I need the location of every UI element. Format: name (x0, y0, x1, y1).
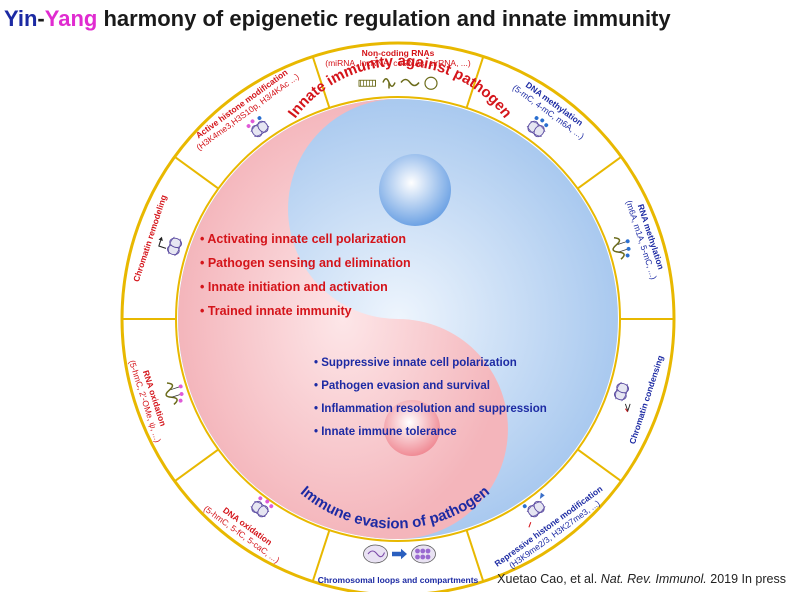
ring-divider-line (174, 448, 219, 483)
ring-divider-line (465, 529, 485, 582)
bullet-item: • Pathogen evasion and survival (314, 380, 490, 392)
citation-rest: 2019 In press (706, 572, 786, 586)
segment-label-line: (miRNA, lncRNA, ceRNAs, cirRNA, ...) (325, 58, 471, 68)
nucleosome-arrow-icon (158, 236, 182, 257)
nucleosome-active-icon (246, 116, 270, 138)
title-yin: Yin (4, 6, 38, 31)
evasion-bullet-list: • Suppressive innate cell polarization • … (314, 357, 547, 438)
ring-divider-line (465, 56, 485, 109)
bullet-item: • Activating innate cell polarization (200, 232, 406, 246)
page-title: Yin-Yang harmony of epigenetic regulatio… (4, 6, 671, 32)
citation-journal: Nat. Rev. Immunol. (600, 572, 707, 586)
ring-divider-line (174, 155, 219, 190)
innate-bullet-list: • Activating innate cell polarization • P… (200, 232, 411, 318)
segment-chromosomal-loops: Chromosomal loops and compartments (318, 544, 479, 585)
rna-methyl-icon (612, 237, 631, 260)
blue-dot (379, 154, 451, 226)
ring-divider-line (311, 56, 331, 109)
bullet-item: • Pathogen sensing and elimination (200, 256, 411, 270)
segment-ncrna: Non-coding RNAs(miRNA, lncRNA, ceRNAs, c… (325, 48, 471, 90)
citation-author: Xuetao Cao, et al. (497, 572, 601, 586)
ring-divider-line (311, 529, 331, 582)
title-yang: Yang (44, 6, 98, 31)
nucleosome-icon (614, 381, 631, 413)
citation: Xuetao Cao, et al. Nat. Rev. Immunol. 20… (497, 572, 786, 586)
segment-label-line: Chromosomal loops and compartments (318, 575, 479, 585)
chromatin-loops-icon (363, 544, 436, 564)
bullet-item: • Innate immune tolerance (314, 426, 457, 438)
title-dash: - (37, 6, 45, 31)
yin-yang (178, 99, 618, 539)
rna-oxidation-icon (165, 382, 184, 405)
nucleosome-flag-icon (522, 492, 546, 528)
bullet-item: • Inflammation resolution and suppressio… (314, 403, 547, 415)
nucleosome-methyl-icon (526, 116, 549, 138)
segment-label-line: Non-coding RNAs (362, 48, 435, 58)
ring-divider-line (577, 448, 622, 483)
ring-dividers (122, 56, 674, 582)
title-rest: harmony of epigenetic regulation and inn… (97, 6, 671, 31)
bullet-item: • Trained innate immunity (200, 304, 352, 318)
bullet-item: • Innate initiation and activation (200, 280, 388, 294)
ring-divider-line (577, 155, 622, 190)
red-dot (384, 400, 440, 456)
rna-strands-icon (358, 76, 438, 90)
bullet-item: • Suppressive innate cell polarization (314, 357, 517, 369)
nucleosome-oxidation-icon (250, 496, 274, 518)
